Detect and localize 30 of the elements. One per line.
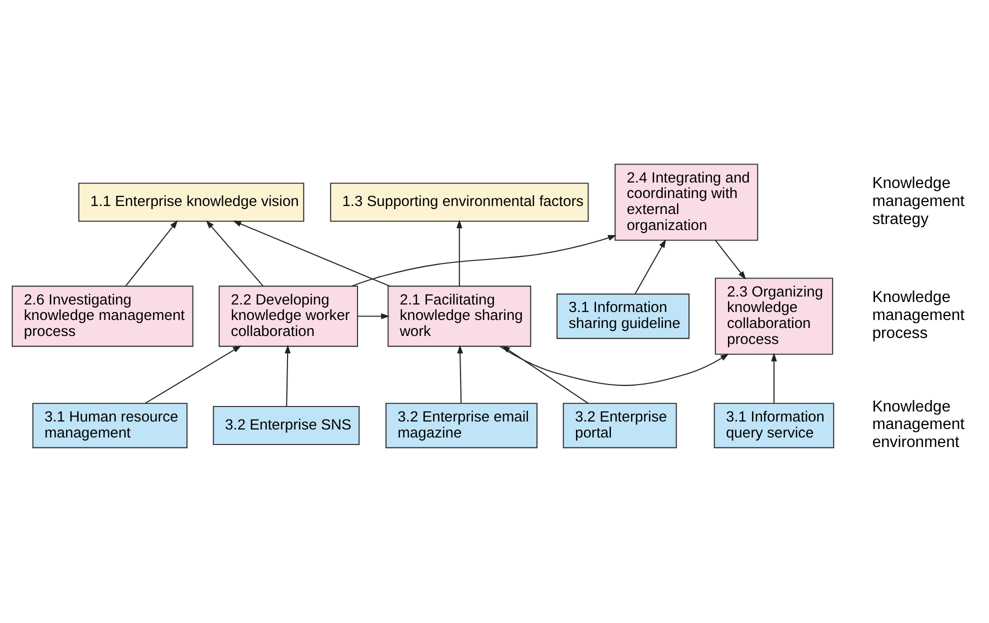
arrow bbox=[500, 346, 729, 386]
node-box: 3.2 Enterprise portal bbox=[562, 402, 677, 448]
arrow bbox=[771, 352, 777, 404]
arrow bbox=[284, 344, 291, 406]
node-box: 2.3 Organizing knowledge collaboration process bbox=[714, 278, 834, 355]
label: Knowledge management environment bbox=[872, 398, 965, 452]
node-box: 3.2 Enterprise email magazine bbox=[386, 402, 538, 448]
node-box: 2.2 Developing knowledge worker collaboration bbox=[218, 286, 358, 347]
node-box: 3.1 Human resource management bbox=[32, 402, 188, 448]
arrow bbox=[352, 235, 616, 287]
arrow bbox=[206, 220, 264, 286]
node-box: 3.1 Information query service bbox=[714, 402, 834, 448]
arrow bbox=[358, 313, 390, 320]
node-box: 3.1 Information sharing guideline bbox=[556, 294, 690, 339]
arrow bbox=[502, 345, 588, 404]
node-box: 2.1 Facilitating knowledge sharing work bbox=[388, 286, 532, 347]
arrow bbox=[125, 220, 178, 286]
node-box: 1.1 Enterprise knowledge vision bbox=[78, 182, 304, 222]
arrow bbox=[232, 220, 390, 287]
label: Knowledge management strategy bbox=[872, 174, 965, 228]
arrow bbox=[456, 220, 462, 286]
node-box: 2.4 Integrating and coordinating with external organization bbox=[614, 164, 758, 241]
arrow bbox=[634, 239, 666, 294]
node-box: 3.2 Enterprise SNS bbox=[212, 406, 360, 446]
arrow bbox=[457, 344, 464, 404]
arrow bbox=[715, 240, 746, 280]
node-box: 1.3 Supporting environmental factors bbox=[330, 182, 589, 222]
node-box: 2.6 Investigating knowledge management process bbox=[12, 286, 194, 347]
arrow bbox=[144, 346, 242, 404]
label: Knowledge management process bbox=[872, 289, 965, 342]
